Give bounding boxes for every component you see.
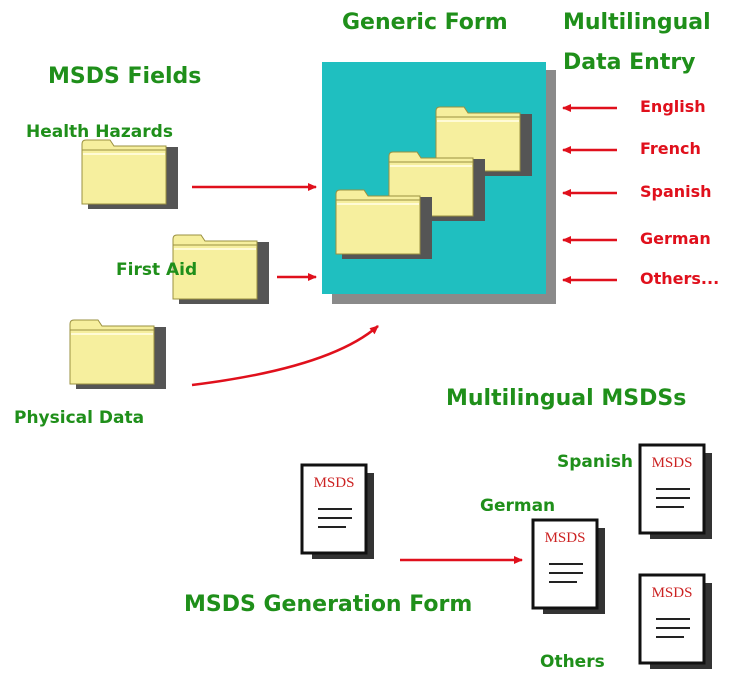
spanish-msds-document-icon: MSDS bbox=[638, 443, 714, 541]
generic-form-heading: Generic Form bbox=[342, 10, 508, 35]
german-output-label: German bbox=[480, 496, 556, 516]
first-aid-label: First Aid bbox=[116, 260, 198, 280]
svg-text:MSDS: MSDS bbox=[545, 530, 586, 546]
arrow-physical-to-form bbox=[191, 325, 379, 387]
multilingual-msdss-heading: Multilingual MSDSs bbox=[446, 386, 687, 411]
svg-text:MSDS: MSDS bbox=[652, 585, 693, 601]
language-english: English bbox=[640, 97, 706, 116]
multilingual-entry-heading-line2: Data Entry bbox=[563, 50, 696, 75]
form-folder-icon bbox=[335, 189, 433, 260]
others-output-label: Others bbox=[540, 652, 605, 672]
msds-generation-document-icon: MSDS bbox=[300, 463, 376, 561]
physical-data-label: Physical Data bbox=[14, 408, 145, 428]
language-spanish: Spanish bbox=[640, 182, 712, 201]
language-german: German bbox=[640, 229, 711, 248]
health-hazards-folder-icon bbox=[81, 139, 179, 210]
language-french: French bbox=[640, 139, 701, 158]
spanish-output-label: Spanish bbox=[557, 452, 634, 472]
svg-text:MSDS: MSDS bbox=[314, 475, 355, 491]
health-hazards-label: Health Hazards bbox=[26, 122, 173, 142]
others-msds-document-icon: MSDS bbox=[638, 573, 714, 671]
msds-fields-heading: MSDS Fields bbox=[48, 64, 202, 89]
msds-generation-form-heading: MSDS Generation Form bbox=[184, 592, 473, 617]
german-msds-document-icon: MSDS bbox=[531, 518, 607, 616]
language-others: Others... bbox=[640, 269, 720, 288]
multilingual-entry-heading-line1: Multilingual bbox=[563, 10, 711, 35]
physical-data-folder-icon bbox=[69, 319, 167, 390]
svg-text:MSDS: MSDS bbox=[652, 455, 693, 471]
